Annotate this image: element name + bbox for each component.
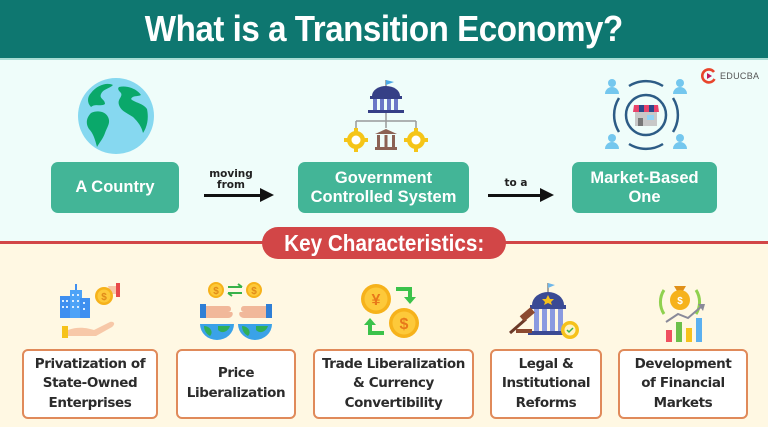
flow-step-label: Government — [334, 168, 433, 187]
flow-step-government: Government Controlled System — [298, 162, 469, 213]
flow-step-label: One — [628, 187, 661, 206]
svg-text:$: $ — [101, 292, 107, 303]
characteristic-financial-markets: Development of Financial Markets — [618, 349, 748, 419]
globe-icon — [78, 78, 154, 154]
characteristic-legal-reforms: Legal & Institutional Reforms — [490, 349, 602, 419]
key-characteristics-heading: Key Characteristics: — [262, 227, 506, 259]
section-title: Key Characteristics: — [283, 229, 485, 256]
financial-growth-icon: $ — [659, 286, 705, 342]
characteristic-line: Convertibility — [344, 394, 443, 411]
characteristic-line: Reforms — [515, 394, 577, 411]
connector-label-line: from — [217, 179, 245, 192]
legal-institution-icon — [509, 283, 579, 339]
characteristic-line: Enterprises — [48, 394, 132, 411]
characteristic-privatization: Privatization of State-Owned Enterprises — [22, 349, 158, 419]
brand-name: EDUCBA — [720, 71, 760, 81]
svg-text:¥: ¥ — [372, 292, 381, 309]
svg-text:$: $ — [213, 286, 219, 297]
government-hierarchy-icon — [344, 80, 428, 152]
characteristic-line: & Currency — [353, 375, 434, 392]
characteristic-line: Liberalization — [186, 385, 286, 401]
privatization-icon: $ — [60, 283, 120, 338]
educba-logo-icon — [701, 68, 716, 84]
price-exchange-icon: $ $ — [200, 282, 272, 340]
characteristic-line: Institutional — [501, 375, 591, 392]
flow-step-country: A Country — [51, 162, 179, 213]
characteristic-price-liberalization: Price Liberalization — [176, 349, 296, 419]
header-banner: What is a Transition Economy? — [0, 0, 768, 58]
page-title: What is a Transition Economy? — [144, 8, 623, 49]
characteristic-line: Development — [634, 355, 732, 372]
characteristic-line: Legal & — [518, 355, 574, 372]
flow-step-label: A Country — [75, 178, 155, 197]
characteristic-line: Privatization of — [34, 355, 146, 372]
characteristic-line: Price — [217, 365, 255, 382]
connector-label-moving-from: moving from — [206, 168, 256, 192]
characteristic-line: State-Owned — [42, 375, 138, 392]
svg-text:$: $ — [400, 316, 409, 333]
arrow-right-icon — [204, 188, 274, 202]
currency-exchange-icon: ¥ $ — [361, 284, 419, 338]
connector-label-line: moving — [209, 168, 253, 180]
characteristic-trade-liberalization: Trade Liberalization & Currency Converti… — [313, 349, 474, 419]
market-shop-icon — [605, 79, 687, 151]
brand-logo: EDUCBA — [701, 68, 759, 84]
flow-step-label: Controlled System — [310, 187, 457, 206]
svg-text:$: $ — [677, 296, 683, 307]
characteristic-line: Markets — [653, 394, 713, 411]
characteristic-line: Trade Liberalization — [321, 355, 466, 372]
arrow-right-icon — [488, 188, 554, 202]
connector-label-line: to a — [504, 177, 528, 189]
flow-step-label: Market-Based — [590, 168, 699, 187]
characteristic-line: of Financial — [641, 375, 725, 392]
svg-text:$: $ — [251, 286, 257, 297]
flow-step-market: Market-Based One — [572, 162, 717, 213]
connector-label-to-a: to a — [496, 177, 536, 189]
